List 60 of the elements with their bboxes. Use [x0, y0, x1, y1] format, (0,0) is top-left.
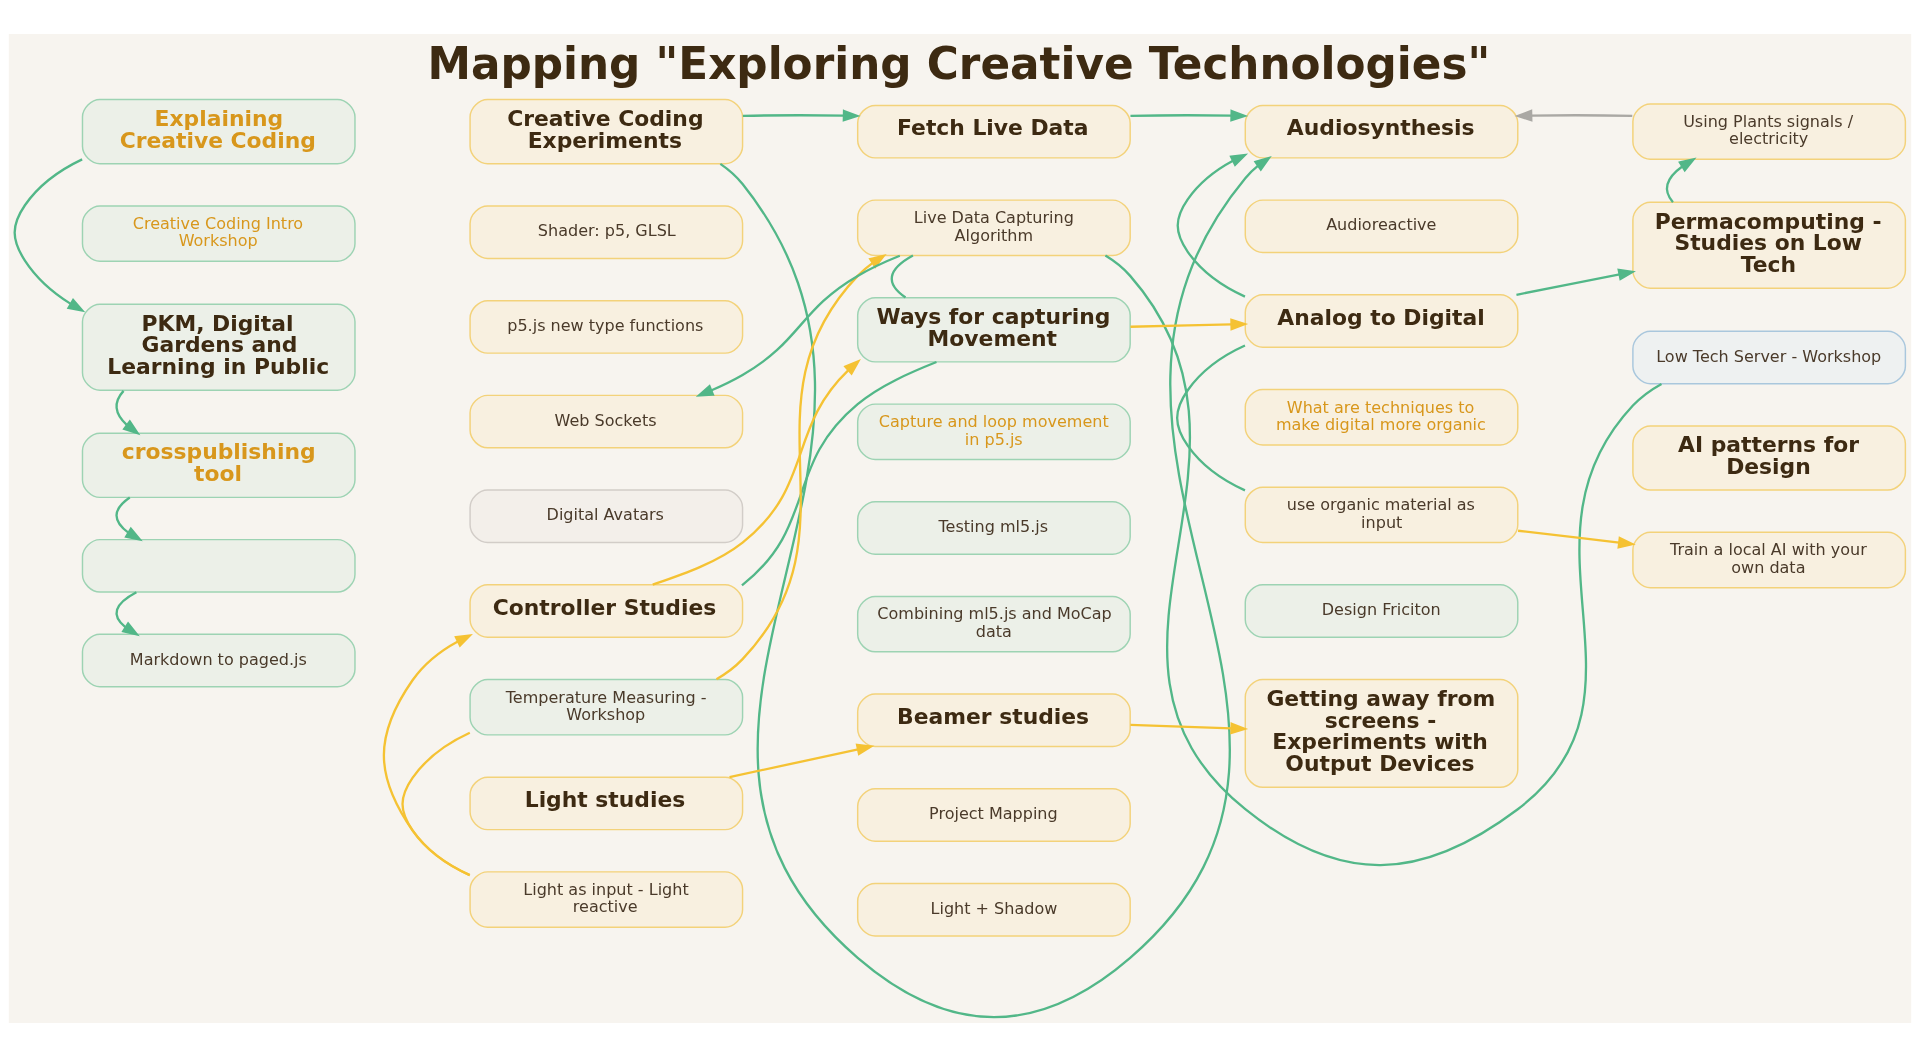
arrow [1130, 317, 1249, 331]
arrow [1517, 529, 1636, 549]
arrow [382, 633, 473, 876]
connector [1104, 254, 1663, 866]
node-box: use organic material as input [1244, 485, 1519, 543]
arrow [1130, 721, 1249, 735]
node-box: PKM, Digital Gardens and Learning in Public [81, 303, 356, 391]
node-box: Train a local AI with your own data [1632, 531, 1907, 588]
node-box: Light as input - Light reactive [469, 870, 744, 928]
node-box: Project Mapping [856, 787, 1131, 842]
node-box: Capture and loop movement in p5.js [856, 402, 1131, 460]
node-box: Low Tech Server - Workshop [1632, 330, 1907, 384]
arrow [1130, 108, 1249, 122]
node-box: Explaining Creative Coding [81, 98, 356, 164]
node-box: Permacomputing - Studies on Low Tech [1632, 201, 1907, 289]
node-box: AI patterns for Design [1632, 424, 1907, 491]
connector [741, 360, 937, 586]
arrow [1516, 268, 1636, 296]
arrow [719, 155, 1272, 1018]
node-box: Audiosynthesis [1244, 104, 1519, 159]
node-box: p5.js new type functions [469, 299, 744, 354]
node-box: Getting away from screens - Experiments with Output Devices [1244, 678, 1519, 788]
node-box: Ways for capturing Movement [856, 296, 1131, 363]
node-box: Fetch Live Data [856, 104, 1131, 159]
node-box: Controller Studies [469, 583, 744, 638]
node-box: Combining ml5.js and MoCap data [856, 595, 1131, 653]
arrow [729, 743, 875, 778]
arrow [1514, 108, 1633, 122]
node-box: Live Data Capturing Algorithm [856, 198, 1131, 256]
node-box: Light studies [469, 775, 744, 830]
arrow [1665, 157, 1697, 203]
node-box: Using Plants signals / electricity [1632, 102, 1907, 160]
node-box: Creative Coding Intro Workshop [81, 204, 356, 262]
node-box: Digital Avatars [469, 488, 744, 543]
node-box: Creative Coding Experiments [469, 98, 744, 164]
arrow [695, 254, 901, 397]
node-box: Beamer studies [856, 692, 1131, 747]
node-box: Audioreactive [1244, 198, 1519, 253]
node-box: Analog to Digital [1244, 293, 1519, 348]
arrow [652, 358, 861, 586]
node-box: Temperature Measuring - Workshop [469, 678, 744, 736]
node-box: What are techniques to make digital more organic [1244, 388, 1519, 446]
connector [890, 254, 914, 298]
node-box [81, 538, 356, 593]
arrow [115, 389, 141, 435]
node-box: Design Friciton [1244, 583, 1519, 638]
connector [1176, 344, 1246, 491]
arrow [115, 590, 140, 636]
diagram-title: Mapping "Exploring Creative Technologies" [427, 37, 1491, 89]
node-box: Web Sockets [469, 394, 744, 449]
node-box: Markdown to paged.js [81, 633, 356, 688]
node-box: Shader: p5, GLSL [469, 204, 744, 259]
arrow [13, 157, 86, 312]
arrow [1176, 152, 1249, 298]
arrow [742, 108, 861, 122]
arrow [115, 496, 143, 541]
arrow [715, 253, 887, 680]
node-box: Testing ml5.js [856, 500, 1131, 555]
node-box: Light + Shadow [856, 882, 1131, 937]
node-box: crosspublishing tool [81, 432, 356, 498]
